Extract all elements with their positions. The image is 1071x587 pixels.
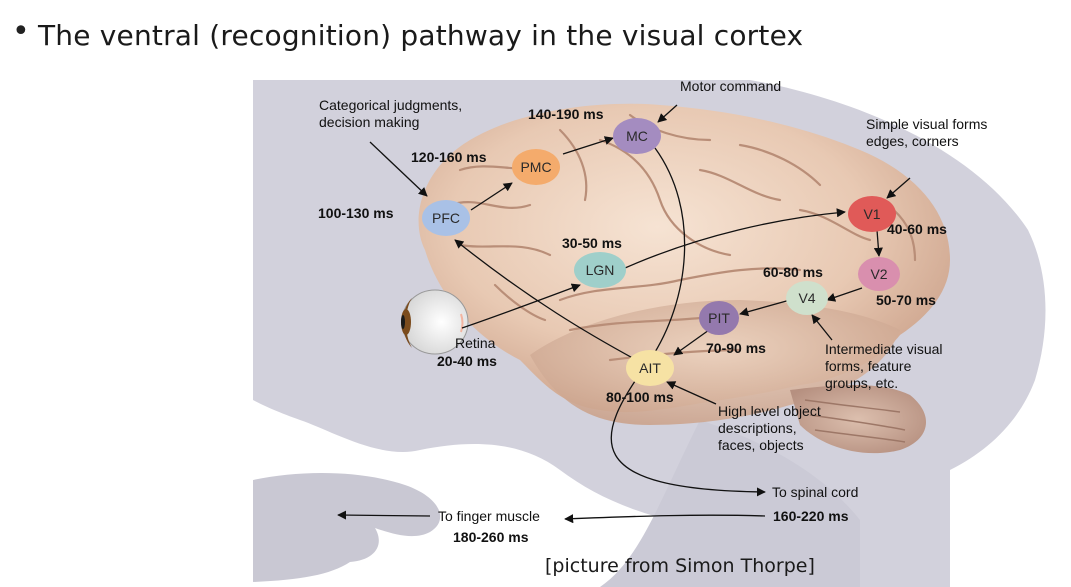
arrow-pfc-to-pmc [470, 182, 513, 211]
arrow-v2-to-v4 [826, 287, 863, 302]
note-spinal-cord: To spinal cord [772, 484, 858, 500]
node-ait-label: AIT [639, 360, 661, 376]
arrow-v4-to-pit [739, 299, 791, 317]
slide-title: The ventral (recognition) pathway in the… [38, 19, 804, 52]
node-v2: V2 [858, 257, 900, 291]
node-mc: MC [613, 118, 661, 154]
note-simple-line2: edges, corners [866, 133, 959, 149]
node-v4: V4 [786, 281, 828, 315]
latency-spinal: 160-220 ms [773, 508, 849, 524]
node-lgn-label: LGN [586, 262, 615, 278]
note-high-line3: faces, objects [718, 437, 804, 453]
latency-ait: 80-100 ms [606, 389, 674, 405]
latency-pit: 70-90 ms [706, 340, 766, 356]
latency-pfc: 100-130 ms [318, 205, 394, 221]
latency-v1: 40-60 ms [887, 221, 947, 237]
node-pit: PIT [699, 301, 739, 335]
arrow-lgn-to-v1 [624, 208, 846, 269]
arrow-pit-to-ait [673, 329, 710, 356]
hand-silhouette [253, 473, 441, 582]
node-pit-label: PIT [708, 310, 730, 326]
latency-mc: 140-190 ms [528, 106, 604, 122]
arrow-to-finger-muscle [337, 510, 431, 520]
arrow-spinal-to-finger [564, 514, 766, 524]
arrow-retina-to-lgn [461, 283, 581, 329]
note-retina: Retina [455, 335, 496, 351]
note-finger-muscle: To finger muscle [438, 508, 540, 524]
arrow-intermediate-to-v4 [811, 314, 833, 341]
node-lgn: LGN [574, 252, 626, 288]
image-credit: [picture from Simon Thorpe] [545, 555, 815, 577]
note-categorical-line1: Categorical judgments, [319, 97, 462, 113]
arrow-simple-to-v1 [886, 177, 911, 199]
bullet-point: • [12, 14, 30, 49]
node-v2-label: V2 [870, 266, 887, 282]
arrow-pmc-to-mc [562, 136, 614, 155]
node-v1: V1 [848, 196, 896, 232]
node-pfc-label: PFC [432, 210, 460, 226]
note-intermediate-line3: groups, etc. [825, 375, 898, 391]
node-pmc-label: PMC [520, 159, 551, 175]
node-pfc: PFC [422, 200, 470, 236]
note-intermediate-line2: forms, feature [825, 358, 912, 374]
latency-retina: 20-40 ms [437, 353, 497, 369]
arrow-v1-to-v2 [873, 229, 883, 257]
note-high-line2: descriptions, [718, 420, 797, 436]
latency-labels: 100-130 ms 120-160 ms 140-190 ms 30-50 m… [318, 106, 947, 545]
latency-v2: 50-70 ms [876, 292, 936, 308]
node-mc-label: MC [626, 128, 648, 144]
latency-v4: 60-80 ms [763, 264, 823, 280]
note-high-line1: High level object [718, 403, 821, 419]
arrow-motor-to-mc [657, 104, 678, 123]
pathway-arrows [337, 104, 911, 524]
node-ait: AIT [626, 350, 674, 386]
note-simple-line1: Simple visual forms [866, 116, 987, 132]
note-motor-command: Motor command [680, 78, 781, 94]
latency-finger: 180-260 ms [453, 529, 529, 545]
node-v1-label: V1 [863, 206, 880, 222]
annotation-notes: Motor command Categorical judgments, dec… [319, 78, 987, 524]
cortical-areas: PFC PMC MC LGN V1 V2 V4 PIT [422, 118, 900, 386]
note-categorical-line2: decision making [319, 114, 419, 130]
node-pmc: PMC [512, 149, 560, 185]
arrow-categorical-to-pfc [369, 141, 428, 197]
arrow-high-to-ait [666, 381, 717, 405]
eye-illustration [401, 289, 469, 355]
latency-lgn: 30-50 ms [562, 235, 622, 251]
latency-pmc: 120-160 ms [411, 149, 487, 165]
node-v4-label: V4 [798, 290, 815, 306]
arrow-ait-to-pfc [454, 239, 641, 363]
note-intermediate-line1: Intermediate visual [825, 341, 943, 357]
